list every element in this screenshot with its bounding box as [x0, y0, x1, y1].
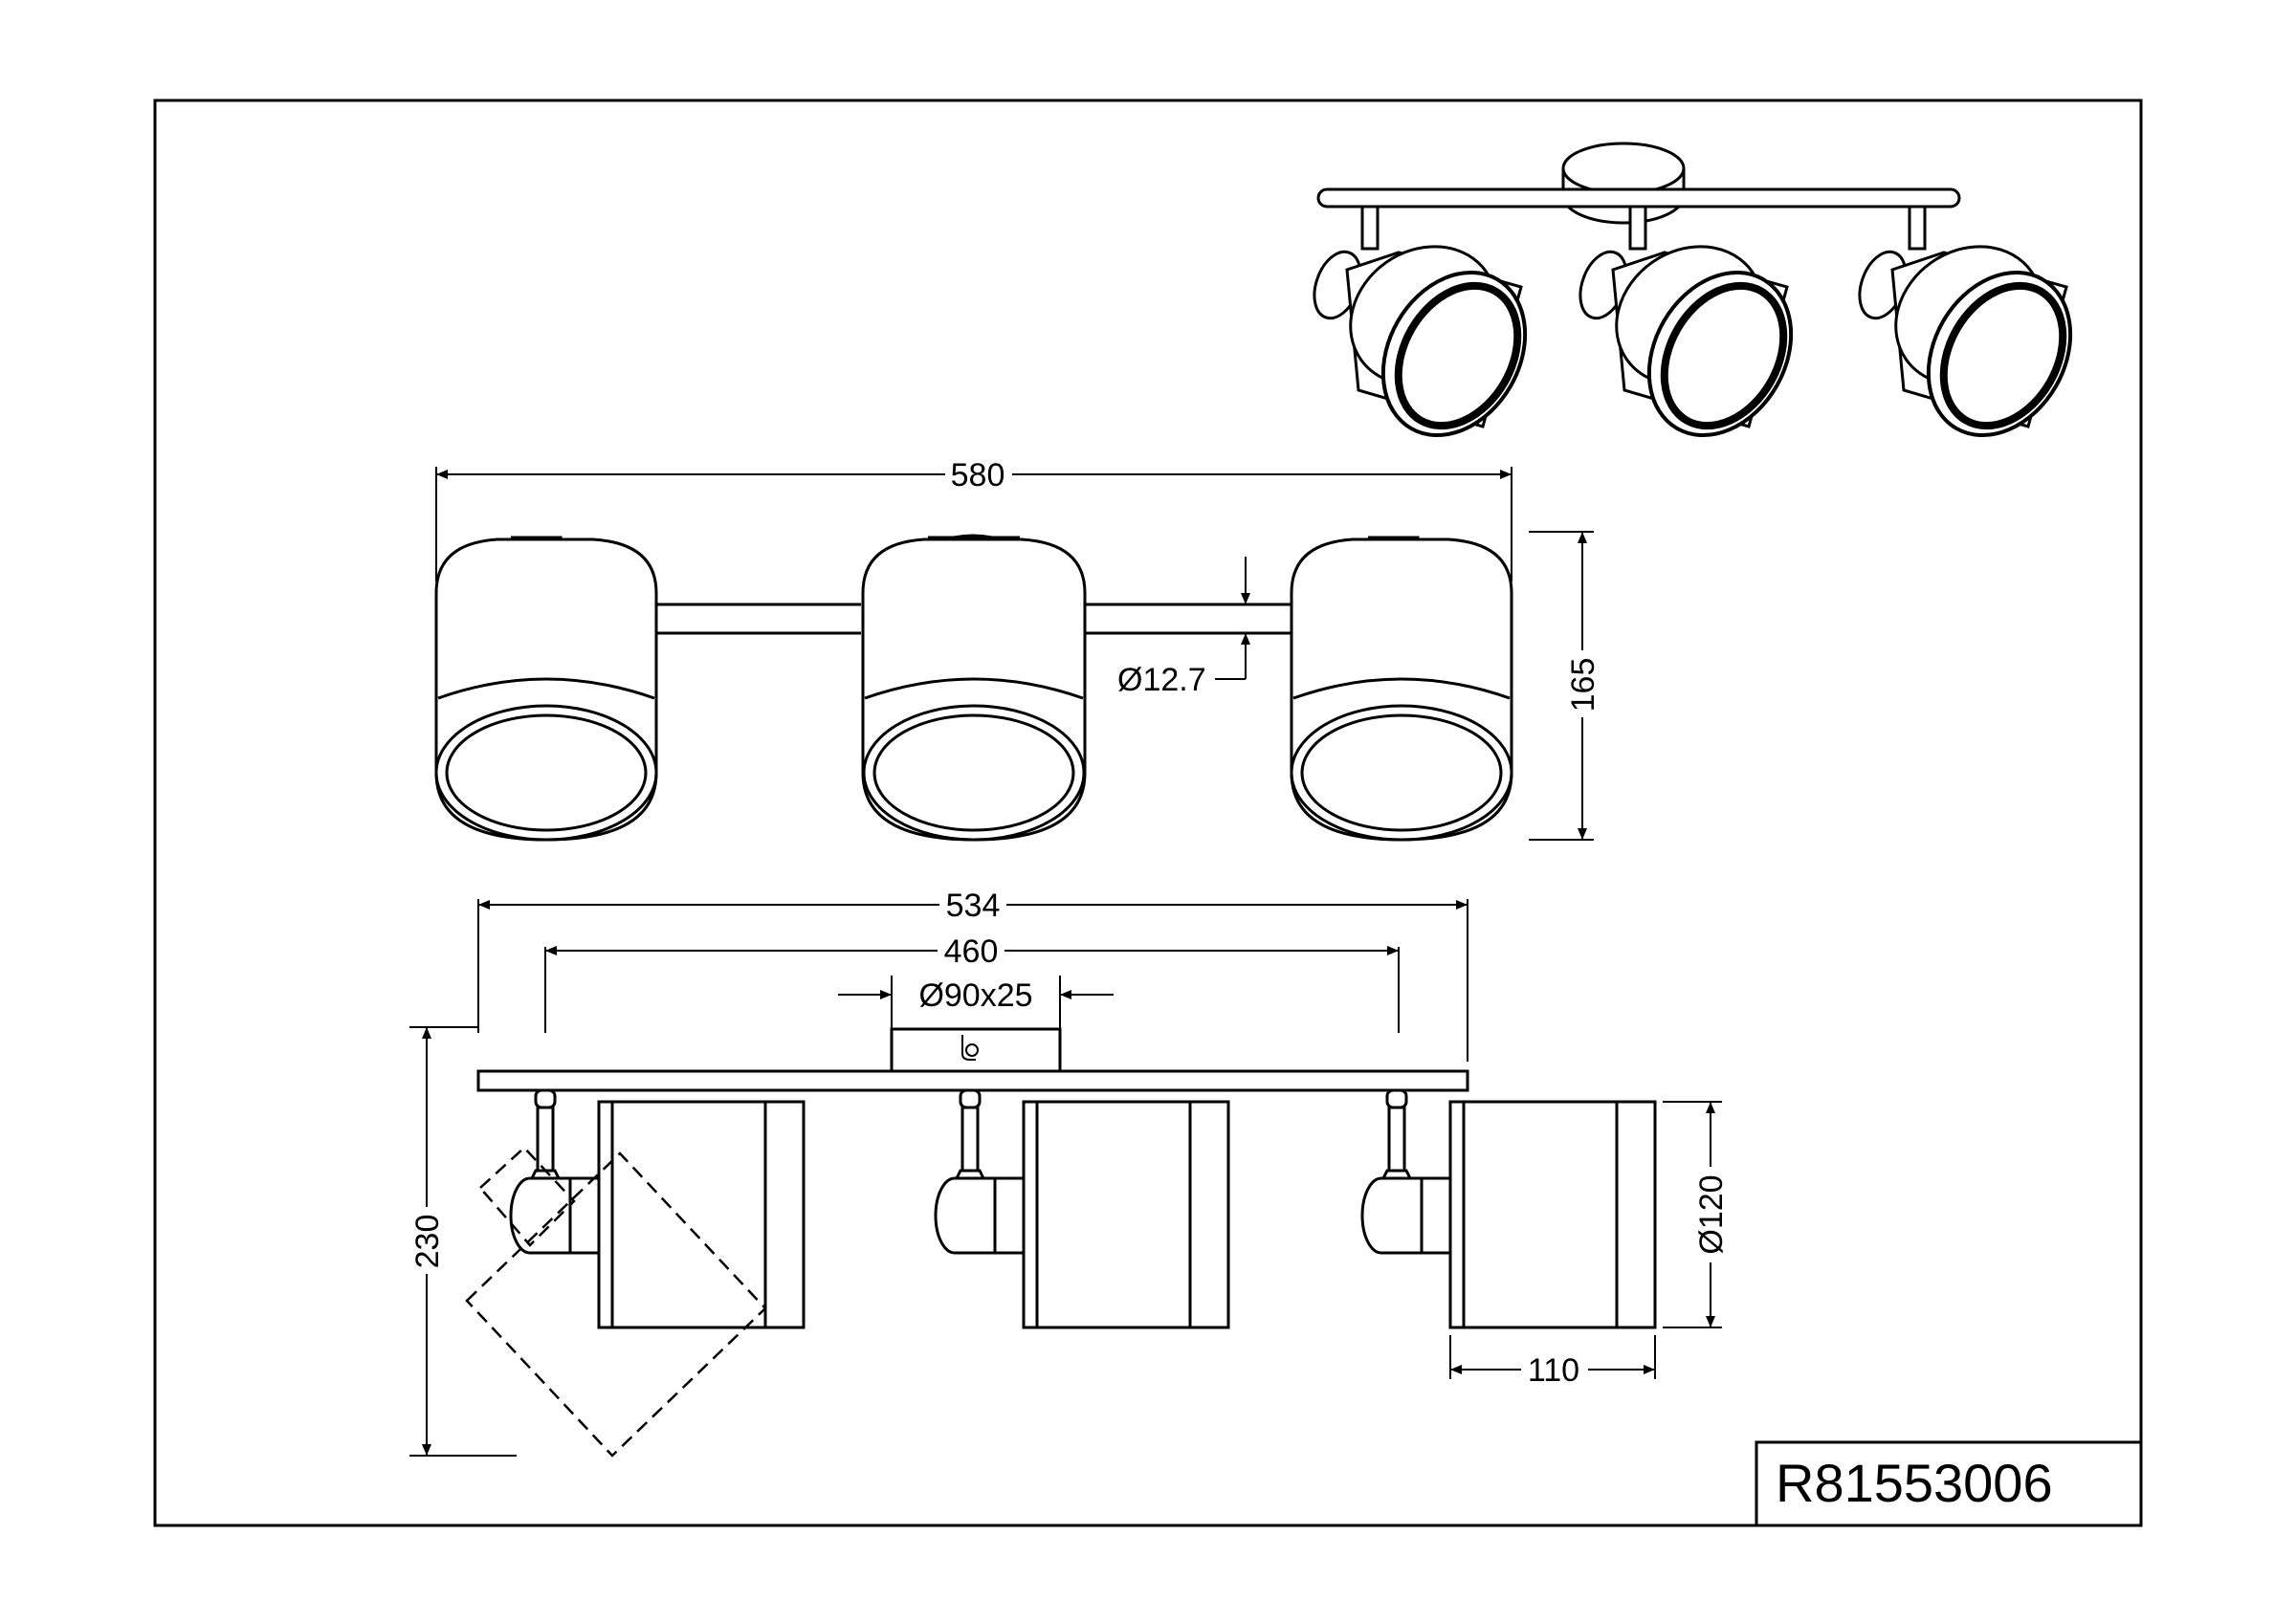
side-rail: [476, 1069, 1469, 1092]
front-view: [434, 534, 1513, 842]
dim-front-width: 580: [951, 457, 1005, 493]
front-spot-2: [861, 536, 1087, 842]
dim-side-total-length: 534: [946, 888, 1001, 924]
front-spot-1: [434, 536, 658, 842]
side-spot-2: [934, 1088, 1230, 1329]
dim-front-height: 165: [1565, 658, 1601, 713]
drawing-frame: [153, 99, 2143, 1527]
dim-rod-diameter: Ø12.7: [1117, 662, 1206, 698]
side-spot-3: [1360, 1088, 1657, 1329]
perspective-spot-1: [1313, 205, 1528, 438]
product-code: R81553006: [1776, 1453, 2053, 1513]
dim-canopy-size: Ø90x25: [918, 977, 1032, 1014]
side-spot-1: [509, 1088, 806, 1329]
side-view: [465, 1027, 1657, 1458]
side-canopy: [890, 1027, 1062, 1073]
title-block: [1755, 1440, 2143, 1527]
dim-shade-depth: 110: [1528, 1352, 1579, 1389]
perspective-spot-2: [1578, 205, 1794, 438]
perspective-view: [1313, 142, 2073, 438]
front-spot-3: [1290, 536, 1513, 842]
dim-shade-diameter: Ø120: [1693, 1174, 1730, 1254]
dim-side-height: 230: [409, 1215, 446, 1269]
dim-spot-spacing: 460: [944, 933, 999, 970]
tilted-spot-outline: [465, 1146, 767, 1458]
perspective-spot-3: [1858, 205, 2073, 438]
canopy-top: [1561, 142, 1686, 195]
rail: [1316, 187, 1961, 208]
